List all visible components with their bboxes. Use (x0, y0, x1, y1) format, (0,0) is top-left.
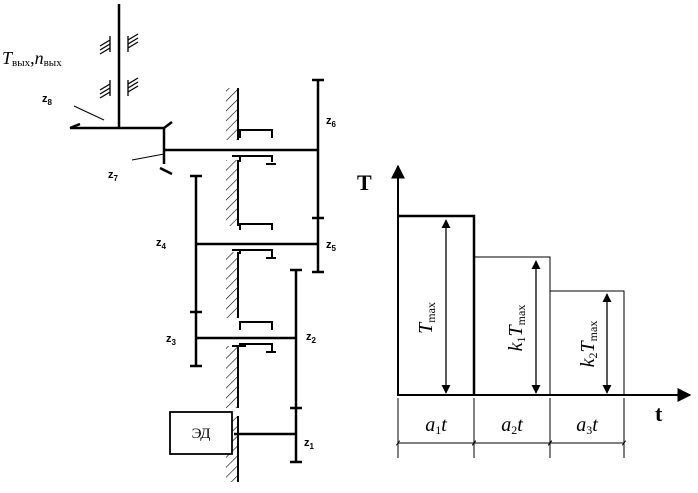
y-axis-label: T (357, 170, 372, 195)
duration-label-1: a1t (425, 414, 447, 437)
level-label-1: Tmax (415, 302, 438, 334)
gear-z7 (159, 121, 173, 176)
gear-label-z2: z2 (306, 331, 317, 345)
gear-label-z8: z8 (42, 93, 53, 107)
gear-label-z1: z1 (304, 437, 315, 451)
gear-z4 (190, 174, 202, 312)
load-graph (391, 164, 692, 458)
gear-z6 (312, 78, 324, 218)
duration-label-3: a3t (576, 414, 598, 437)
output-bearings (99, 33, 139, 99)
gear-z8 (69, 122, 164, 130)
load-step-3 (550, 290, 625, 395)
load-step-1 (398, 214, 476, 395)
gear-label-z7: z7 (108, 169, 119, 183)
gear-label-z4: z4 (156, 237, 167, 251)
duration-label-2: a2t (501, 414, 523, 437)
load-graph-labels: T t Tmax k1Tmax k2Tmax a1t a2t a3t (357, 170, 663, 437)
x-axis-label: t (655, 401, 663, 426)
wall-bearings (232, 129, 276, 353)
load-step-2 (474, 256, 551, 395)
shafts (117, 4, 318, 436)
motor-label: ЭД (192, 426, 211, 442)
leader-lines (73, 105, 165, 161)
gear-z2 (290, 268, 302, 408)
duration-dimensions (395, 398, 627, 458)
housing-wall (226, 88, 239, 482)
gearbox-scheme (69, 4, 324, 482)
output-label: Tвых,nвых (2, 48, 62, 69)
gearbox-labels: Tвых,nвых ЭД z1 z2 z3 z4 z5 z6 z7 z8 (2, 48, 337, 451)
level-label-3: k2Tmax (577, 321, 600, 368)
gear-label-z5: z5 (326, 239, 337, 253)
gear-label-z6: z6 (326, 115, 337, 129)
gear-label-z3: z3 (166, 333, 177, 347)
motor-box (169, 411, 233, 455)
level-label-2: k1Tmax (505, 305, 528, 352)
